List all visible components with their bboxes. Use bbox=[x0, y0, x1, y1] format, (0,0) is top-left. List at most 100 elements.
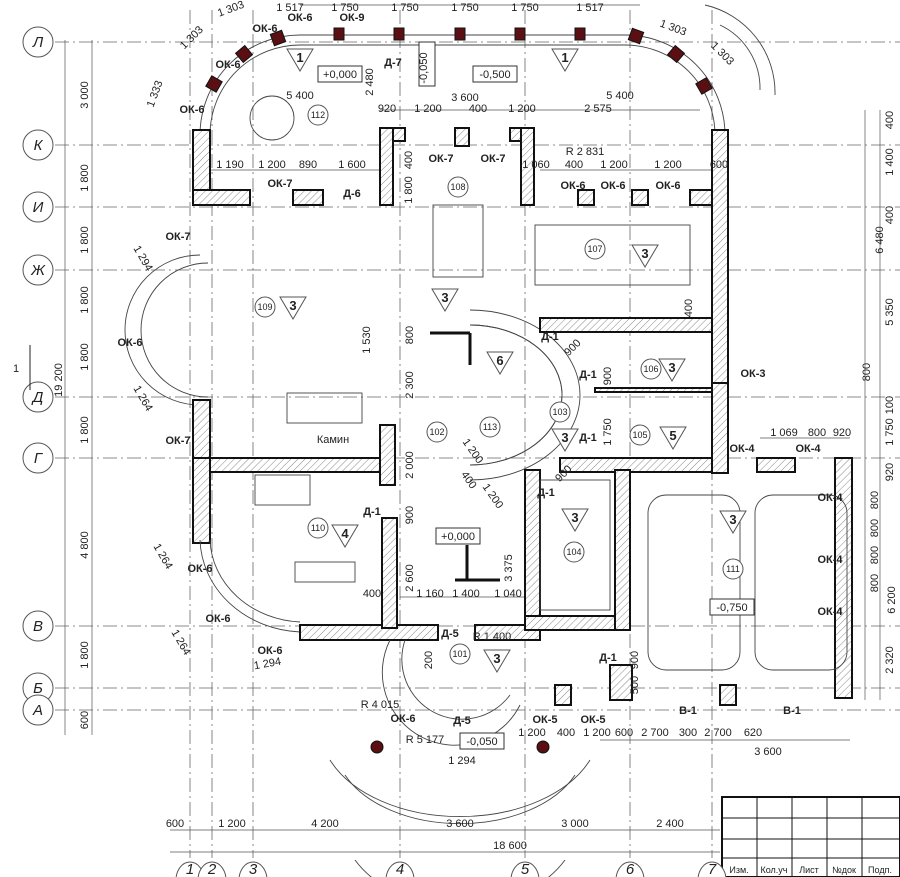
dimension-interior: 200 bbox=[423, 651, 435, 669]
axis-label-col: 2 bbox=[207, 861, 217, 877]
dimension-interior: 1 800 bbox=[403, 176, 415, 204]
dimension-bottom: 2 400 bbox=[656, 818, 684, 830]
opening-label: ОК-6 bbox=[257, 645, 282, 657]
opening-label: Д-1 bbox=[537, 487, 555, 499]
dimension-interior: 1 294 bbox=[131, 244, 155, 274]
dimension-left: 4 800 bbox=[79, 531, 91, 559]
dimension-right: 1 400 bbox=[884, 148, 896, 176]
room-category-triangle bbox=[331, 524, 359, 548]
room-marker bbox=[254, 296, 276, 318]
elevation-mark: -0,050 bbox=[466, 736, 497, 748]
axis-bubble bbox=[22, 129, 54, 161]
elevation-mark: -0,750 bbox=[716, 602, 747, 614]
opening-label: ОК-5 bbox=[580, 714, 605, 726]
dimension-right: 100 bbox=[884, 396, 896, 414]
opening-label: Д-6 bbox=[343, 188, 361, 200]
room-category-triangle bbox=[486, 351, 514, 375]
dimension-interior: 5 400 bbox=[286, 90, 314, 102]
dimension-total-width: 18 600 bbox=[493, 840, 527, 852]
room-category: 6 bbox=[496, 353, 503, 368]
opening-label: ОК-6 bbox=[560, 180, 585, 192]
axis-bubble bbox=[22, 254, 54, 286]
dimension-interior: 600 bbox=[710, 159, 728, 171]
dimension-interior: 400 bbox=[403, 151, 415, 169]
opening-label: Д-1 bbox=[579, 369, 597, 381]
room-number: 108 bbox=[450, 182, 465, 192]
dimension-top: 1 517 bbox=[276, 2, 304, 14]
dimension-bottom: 1 200 bbox=[218, 818, 246, 830]
dimension-interior: 400 bbox=[469, 103, 487, 115]
dimension-right: 1 750 bbox=[884, 418, 896, 446]
room-marker bbox=[640, 358, 662, 380]
axis-label-row: В bbox=[33, 618, 43, 635]
opening-label: ОК-6 bbox=[655, 180, 680, 192]
axis-label-col: 3 bbox=[249, 861, 258, 877]
room-category: 3 bbox=[641, 246, 648, 261]
room-category-triangle bbox=[286, 48, 314, 72]
dimension-interior: 900 bbox=[629, 651, 641, 669]
axis-label-col: 5 bbox=[521, 861, 530, 877]
room-category: 3 bbox=[571, 510, 578, 525]
dimension-interior: 2 700 bbox=[704, 727, 732, 739]
dimension-interior: 1 400 bbox=[452, 588, 480, 600]
room-marker bbox=[722, 558, 744, 580]
dimension-interior: 500 bbox=[629, 676, 641, 694]
dimension-interior: 1 200 bbox=[508, 103, 536, 115]
dimension-total-height: 19 200 bbox=[53, 363, 65, 397]
dimension-right: 2 320 bbox=[884, 646, 896, 674]
dimension-interior: 5 400 bbox=[606, 90, 634, 102]
opening-label: ОК-6 bbox=[252, 23, 277, 35]
room-category-triangle bbox=[551, 428, 579, 452]
dimension-interior: 900 bbox=[602, 367, 614, 385]
room-number: 107 bbox=[587, 244, 602, 254]
room-number: 105 bbox=[632, 430, 647, 440]
elevation-box bbox=[709, 598, 755, 616]
dimension-bottom: 3 600 bbox=[446, 818, 474, 830]
dimension-interior: 890 bbox=[299, 159, 317, 171]
dimension-bottom: 600 bbox=[166, 818, 184, 830]
axis-label-row: А bbox=[32, 702, 43, 719]
dimension-interior: 2 300 bbox=[404, 371, 416, 399]
dimension-lines bbox=[64, 4, 881, 853]
room-marker bbox=[584, 238, 606, 260]
room-category: 3 bbox=[493, 651, 500, 666]
title-block-header: Подп. bbox=[868, 865, 892, 875]
opening-label: ОК-6 bbox=[205, 613, 230, 625]
dimension-left: 1 800 bbox=[79, 416, 91, 444]
dimension-interior: 2 575 bbox=[584, 103, 612, 115]
axis-label-row: И bbox=[33, 199, 44, 216]
dimension-top: 1 303 bbox=[658, 18, 688, 39]
room-category: 3 bbox=[729, 512, 736, 527]
room-number: 101 bbox=[452, 649, 467, 659]
title-block-header: Кол.уч bbox=[761, 865, 788, 875]
dimension-interior: 1 530 bbox=[361, 326, 373, 354]
dimension-interior: 1 200 bbox=[600, 159, 628, 171]
axis-grid bbox=[55, 10, 900, 858]
axis-bubble bbox=[175, 861, 205, 877]
dimension-left: 1 800 bbox=[79, 226, 91, 254]
opening-label: В-1 bbox=[783, 705, 801, 717]
room-category: 3 bbox=[289, 298, 296, 313]
dimension-top: 1 517 bbox=[576, 2, 604, 14]
furniture bbox=[249, 4, 848, 877]
dimension-interior: 1 200 bbox=[414, 103, 442, 115]
radius-label: R 1 400 bbox=[473, 631, 512, 643]
elevation-box bbox=[472, 65, 518, 83]
room-category-triangle bbox=[551, 48, 579, 72]
room-category: 3 bbox=[441, 290, 448, 305]
elevation-box bbox=[418, 41, 436, 87]
radius-label: R 2 831 bbox=[566, 146, 605, 158]
room-marker bbox=[426, 421, 448, 443]
dimension-interior: 2 700 bbox=[641, 727, 669, 739]
room-category-triangle bbox=[719, 510, 747, 534]
opening-label: ОК-6 bbox=[287, 12, 312, 24]
dimension-interior: 400 bbox=[557, 727, 575, 739]
dimension-right: 800 bbox=[869, 546, 881, 564]
dimension-interior: 1 200 bbox=[518, 727, 546, 739]
opening-label: ОК-7 bbox=[165, 231, 190, 243]
section-mark: 1 bbox=[13, 363, 19, 375]
room-number: 104 bbox=[566, 547, 581, 557]
opening-label: Д-5 bbox=[441, 628, 459, 640]
opening-label: ОК-6 bbox=[187, 563, 212, 575]
